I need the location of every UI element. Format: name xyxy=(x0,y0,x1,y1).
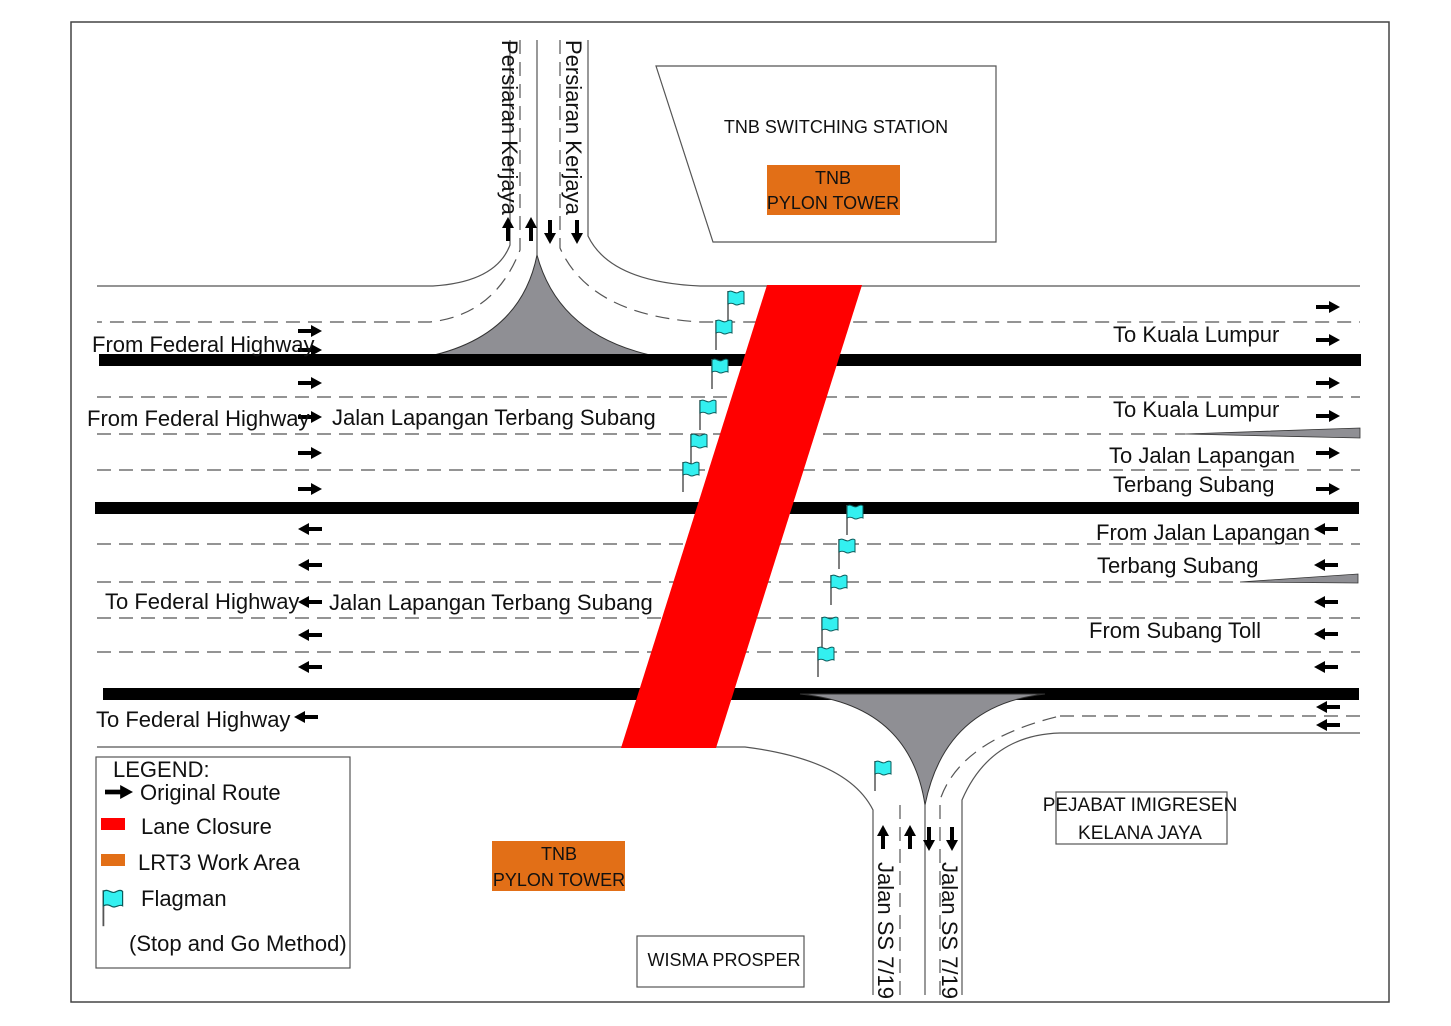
label-from-federal-2: From Federal Highway xyxy=(87,406,310,431)
taper-wedge-upper xyxy=(1184,427,1361,439)
street-label-persiaran-left: Persiaran Kerjaya xyxy=(497,40,522,216)
label-to-jalan-2: Terbang Subang xyxy=(1113,472,1274,497)
street-label-persiaran-right: Persiaran Kerjaya xyxy=(561,40,586,216)
label-to-jalan-1: To Jalan Lapangan xyxy=(1109,443,1295,468)
label-to-kl-2: To Kuala Lumpur xyxy=(1113,397,1279,422)
street-label-ss719-right: Jalan SS 7/19 xyxy=(937,862,962,999)
label-from-subang-toll: From Subang Toll xyxy=(1089,618,1261,643)
pylon-tower-top xyxy=(767,165,900,215)
taper-wedge-lower xyxy=(1239,573,1359,584)
wisma-prosper-box xyxy=(636,935,805,988)
label-to-federal-2: To Federal Highway xyxy=(96,707,290,732)
imigresen-box xyxy=(1055,791,1228,845)
label-from-jalan-1: From Jalan Lapangan xyxy=(1096,520,1310,545)
imigresen-label-2: KELANA JAYA xyxy=(1078,823,1202,844)
legend-red-swatch xyxy=(101,818,125,830)
road-edge-bottom-left xyxy=(97,746,874,995)
legend-orange-swatch xyxy=(101,854,125,866)
switching-station-label: TNB SWITCHING STATION xyxy=(724,117,948,137)
pylon-bottom-label-1: TNB xyxy=(541,844,577,864)
legend-box xyxy=(95,756,351,969)
lane-closure-area xyxy=(621,285,862,748)
street-label-ss719-left: Jalan SS 7/19 xyxy=(873,862,898,999)
legend-label-original-route: Original Route xyxy=(140,780,281,805)
legend-label-lane-closure: Lane Closure xyxy=(141,814,272,839)
bottom-right-lane-line xyxy=(939,715,1061,995)
top-left-lane-line xyxy=(97,40,521,323)
road-name-lower: Jalan Lapangan Terbang Subang xyxy=(329,590,653,615)
wisma-prosper-label: WISMA PROSPER xyxy=(647,950,800,970)
switching-station-outline xyxy=(655,65,997,243)
pylon-tower-bottom xyxy=(492,841,625,891)
top-right-lane-line xyxy=(559,40,1360,323)
pylon-top-label-1: TNB xyxy=(815,168,851,188)
road-edge-top-left xyxy=(97,40,511,287)
legend-label-flagman: Flagman xyxy=(141,886,227,911)
lane-lines xyxy=(97,396,1360,717)
legend-note: (Stop and Go Method) xyxy=(129,931,347,956)
legend-label-work-area: LRT3 Work Area xyxy=(138,850,301,875)
kerb-line-1 xyxy=(99,354,1361,366)
pylon-top-label-2: PYLON TOWER xyxy=(767,193,899,213)
road-name-upper: Jalan Lapangan Terbang Subang xyxy=(332,405,656,430)
pylon-bottom-label-2: PYLON TOWER xyxy=(493,870,625,890)
road-edge-top-right xyxy=(587,40,1360,287)
label-to-kl-1: To Kuala Lumpur xyxy=(1113,322,1279,347)
road-edge-bottom-right xyxy=(961,732,1360,995)
legend-title: LEGEND: xyxy=(113,757,210,782)
imigresen-label-1: PEJABAT IMIGRESEN xyxy=(1043,795,1238,816)
label-from-jalan-2: Terbang Subang xyxy=(1097,553,1258,578)
label-from-federal-1: From Federal Highway xyxy=(92,332,315,357)
label-to-federal-1: To Federal Highway xyxy=(105,589,299,614)
